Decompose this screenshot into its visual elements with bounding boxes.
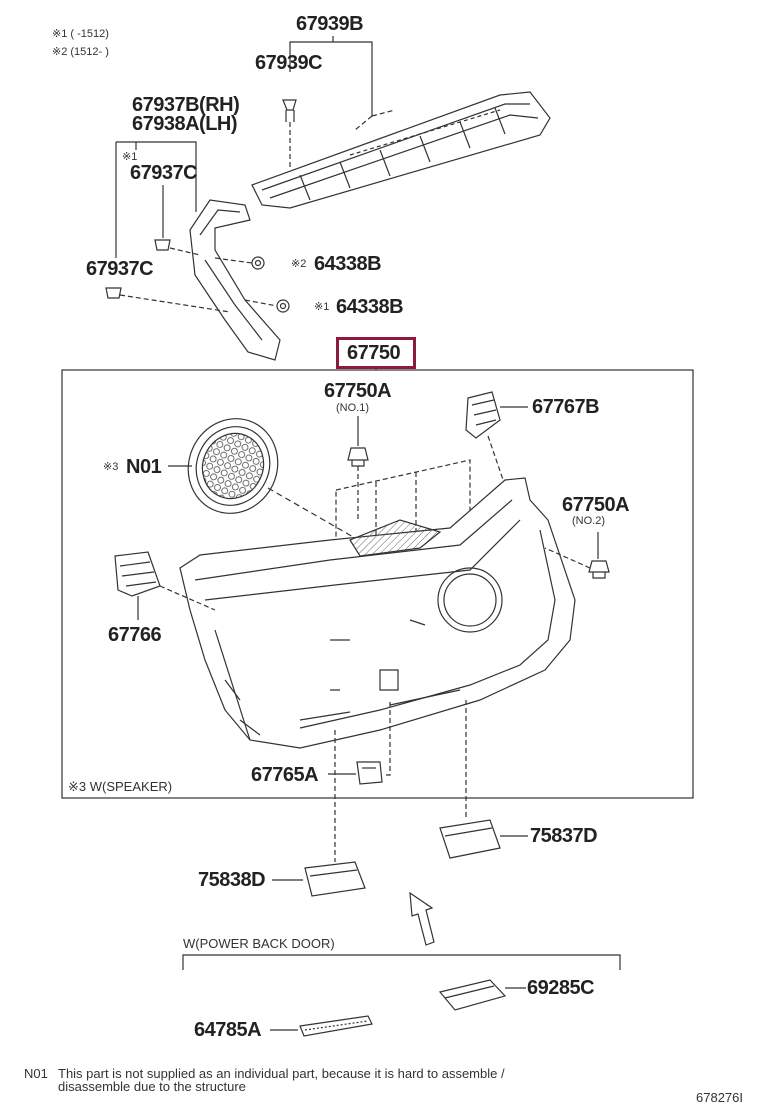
label-67938a: 67938A(LH) xyxy=(132,113,238,135)
note-range-1: ※1 ( -1512) xyxy=(52,28,109,40)
label-67750[interactable]: 67750 xyxy=(347,342,401,364)
label-64338b-a: 64338B xyxy=(314,253,382,275)
clip-67939c xyxy=(282,99,297,122)
label-75837d: 75837D xyxy=(530,825,598,847)
cover-69285c xyxy=(438,979,507,1011)
switch-64785a xyxy=(299,1015,373,1037)
label-75838d: 75838D xyxy=(198,869,266,891)
direction-arrow xyxy=(409,891,435,946)
label-mark-2-64338b: ※2 xyxy=(291,258,307,270)
label-power-back-door: W(POWER BACK DOOR) xyxy=(183,936,335,951)
label-67937c-a: 67937C xyxy=(130,162,198,184)
label-67939c: 67939C xyxy=(255,52,323,74)
label-67767b: 67767B xyxy=(532,396,600,418)
highlight-frame-67750 xyxy=(336,337,416,369)
clip-67937c-b xyxy=(105,287,122,299)
label-67937c-b: 67937C xyxy=(86,258,154,280)
label-67766: 67766 xyxy=(108,624,162,646)
cover-75837d xyxy=(439,819,501,859)
bracket-67767b xyxy=(465,391,501,439)
footnote-code: N01 xyxy=(24,1066,48,1081)
label-mark-1-64338b: ※1 xyxy=(314,301,330,313)
box-note-speaker: ※3 W(SPEAKER) xyxy=(68,779,173,794)
clip-67750a-no1 xyxy=(347,447,369,467)
figure-id: 678276I xyxy=(696,1090,743,1105)
label-67939b: 67939B xyxy=(296,13,364,35)
assembly-box xyxy=(61,369,694,799)
label-64785a: 64785A xyxy=(194,1019,262,1041)
speaker-grille-n01 xyxy=(187,418,279,514)
label-67750a-no2: 67750A xyxy=(562,494,630,516)
pillar-trim xyxy=(189,199,281,361)
bracket-67766 xyxy=(114,551,161,597)
label-67937b: 67937B(RH) xyxy=(132,94,240,116)
note-range-2: ※2 (1512- ) xyxy=(52,46,109,58)
nut-64338b-a xyxy=(251,256,265,270)
label-64338b-b: 64338B xyxy=(336,296,404,318)
clip-67937c-a xyxy=(154,239,171,251)
label-67750a-no1: 67750A xyxy=(324,380,392,402)
label-67765a: 67765A xyxy=(251,764,319,786)
clip-67765a xyxy=(356,761,383,785)
clip-67750a-no2 xyxy=(588,560,610,579)
footnote-line-1: This part is not supplied as an individu… xyxy=(58,1066,505,1081)
label-mark-1: ※1 xyxy=(122,151,138,163)
nut-64338b-b xyxy=(276,299,290,313)
label-n01: N01 xyxy=(126,456,162,478)
back-door-trim-panel xyxy=(179,477,576,749)
label-69285c: 69285C xyxy=(527,977,595,999)
label-no2: (NO.2) xyxy=(572,515,605,527)
footnote-line-2: disassemble due to the structure xyxy=(58,1079,246,1094)
label-no1: (NO.1) xyxy=(336,402,369,414)
cover-75838d xyxy=(304,861,366,897)
label-mark-3: ※3 xyxy=(103,461,119,473)
trim-strip-67939b xyxy=(251,91,551,209)
